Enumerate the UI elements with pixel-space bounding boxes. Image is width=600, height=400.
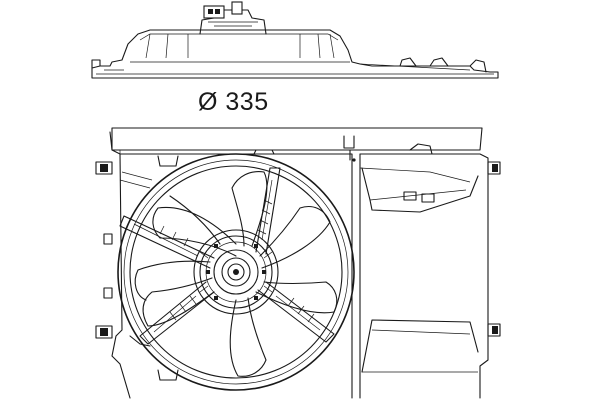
support-struts — [119, 167, 335, 345]
motor-hub — [193, 229, 279, 315]
front-view — [95, 127, 501, 399]
diameter-dimension-label: Ø 335 — [198, 88, 269, 116]
top-view — [91, 1, 499, 79]
fan-blades — [134, 171, 338, 377]
